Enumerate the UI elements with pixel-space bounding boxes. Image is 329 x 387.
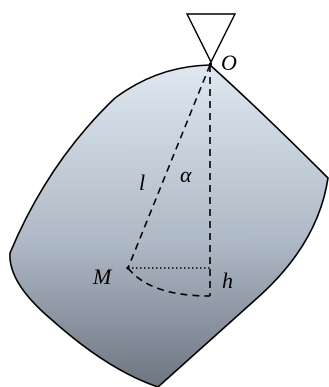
label-alpha: α bbox=[180, 162, 192, 187]
center-of-mass-point bbox=[126, 266, 130, 270]
label-h: h bbox=[222, 268, 233, 293]
swing-arc bbox=[127, 267, 211, 297]
pivot-point bbox=[208, 62, 213, 66]
length-line bbox=[127, 64, 211, 269]
label-o: O bbox=[221, 50, 237, 75]
pendulum-body bbox=[9, 64, 329, 387]
label-l: l bbox=[139, 170, 145, 195]
pivot-support-triangle bbox=[185, 13, 237, 64]
label-m: M bbox=[92, 264, 113, 289]
